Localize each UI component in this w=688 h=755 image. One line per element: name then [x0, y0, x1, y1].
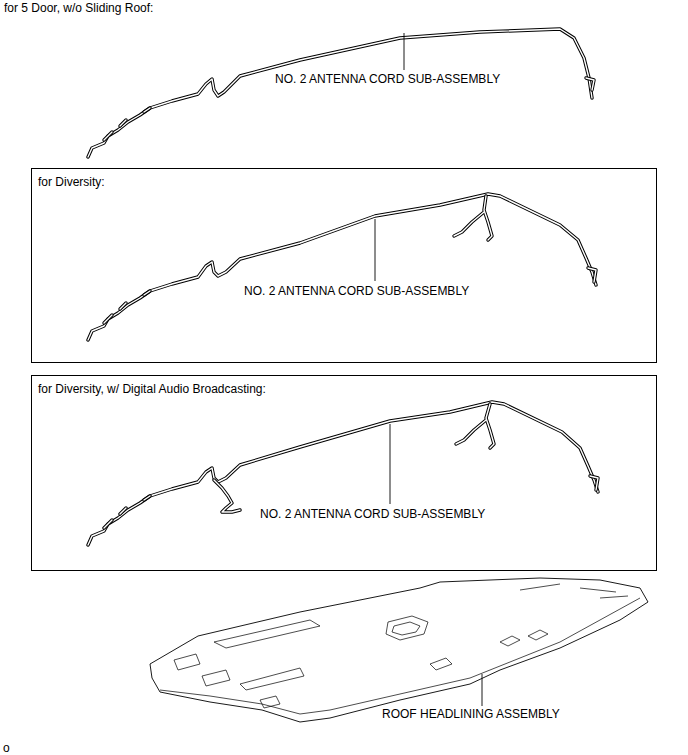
- antenna-cord-branch: [456, 404, 494, 448]
- part-name: NO. 2 ANTENNA CORD SUB-ASSEMBLY: [259, 507, 486, 521]
- antenna-cord-branch: [456, 404, 494, 448]
- connector-clip: [104, 496, 150, 528]
- antenna-cord: [88, 29, 594, 157]
- sunvisor-mount: [174, 654, 280, 708]
- antenna-cord: [88, 402, 598, 545]
- headlining-edge: [160, 598, 640, 714]
- antenna-cord: [88, 194, 596, 340]
- part-name: NO. 2 ANTENNA CORD SUB-ASSEMBLY: [243, 284, 470, 298]
- antenna-cord: [88, 402, 598, 545]
- leader-line: [390, 424, 391, 504]
- headlining-outline: [150, 578, 648, 722]
- part-name: NO. 2 ANTENNA CORD SUB-ASSEMBLY: [274, 72, 501, 86]
- connector-clip: [104, 496, 150, 528]
- leader-line: [482, 674, 483, 706]
- connector-end: [588, 268, 596, 282]
- variant-heading: for 5 Door, w/o Sliding Roof:: [4, 1, 153, 15]
- leader-line: [404, 33, 405, 70]
- connector-end: [590, 476, 598, 490]
- dome-light-opening: [386, 616, 428, 640]
- part-name: ROOF HEADLINING ASSEMBLY: [381, 707, 561, 721]
- assist-grip-mount: [430, 630, 548, 670]
- variant-heading: for Diversity, w/ Digital Audio Broadcas…: [38, 382, 266, 396]
- connector-end: [586, 78, 594, 90]
- antenna-cord: [88, 194, 596, 340]
- variant-panel: for Diversity: NO. 2 ANTENNA CORD SUB-ASS…: [31, 168, 657, 363]
- antenna-cord-branch: [454, 196, 492, 240]
- antenna-cord: [88, 29, 592, 157]
- antenna-cord: [88, 194, 596, 340]
- connector-end: [588, 268, 596, 282]
- connector-clip: [104, 291, 150, 323]
- connector-clip: [104, 108, 150, 140]
- antenna-cord: [88, 402, 598, 545]
- antenna-cord: [88, 29, 592, 157]
- connector-clip: [104, 291, 150, 323]
- connector-clip: [104, 108, 150, 140]
- page-mark: o: [3, 741, 10, 755]
- variant-panel: for Diversity, w/ Digital Audio Broadcas…: [31, 375, 657, 571]
- connector-end: [586, 78, 594, 90]
- leader-line: [375, 219, 376, 281]
- variant-heading: for Diversity:: [38, 175, 105, 189]
- antenna-cord-branch: [214, 480, 240, 512]
- roof-headlining: [150, 578, 648, 722]
- rear-edge-detail: [520, 584, 628, 598]
- antenna-cord-branch: [454, 196, 492, 240]
- connector-end: [590, 476, 598, 490]
- antenna-cord-branch: [214, 480, 240, 512]
